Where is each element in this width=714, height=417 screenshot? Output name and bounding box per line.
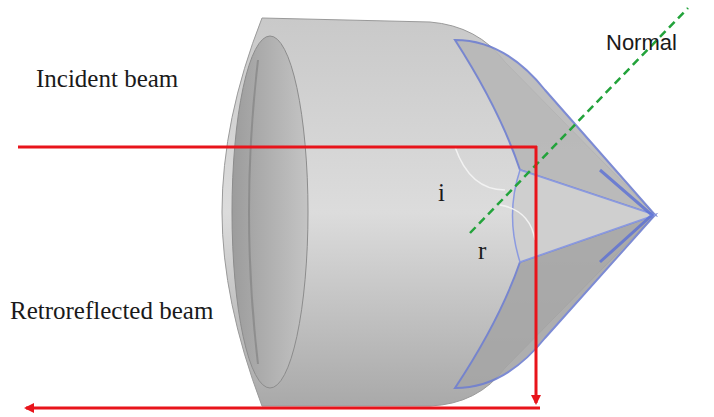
internal-beam [535,146,538,403]
beam-label: Retroreflected beam [10,298,213,323]
middle-facet [513,170,656,262]
retroreflected-beam [26,407,540,410]
angle-label: i [438,180,445,205]
front-face-inner [249,60,258,364]
angle-arc-i [455,147,505,190]
incident-beam [18,146,537,149]
angle-label: r [478,238,486,263]
beam-label: Incident beam [36,66,178,91]
normal-line [470,8,688,233]
facet-highlight [600,170,652,262]
front-face [232,36,308,388]
normal-label: Normal [606,32,677,54]
angle-arc-r [500,205,535,240]
prism-body [222,18,655,406]
